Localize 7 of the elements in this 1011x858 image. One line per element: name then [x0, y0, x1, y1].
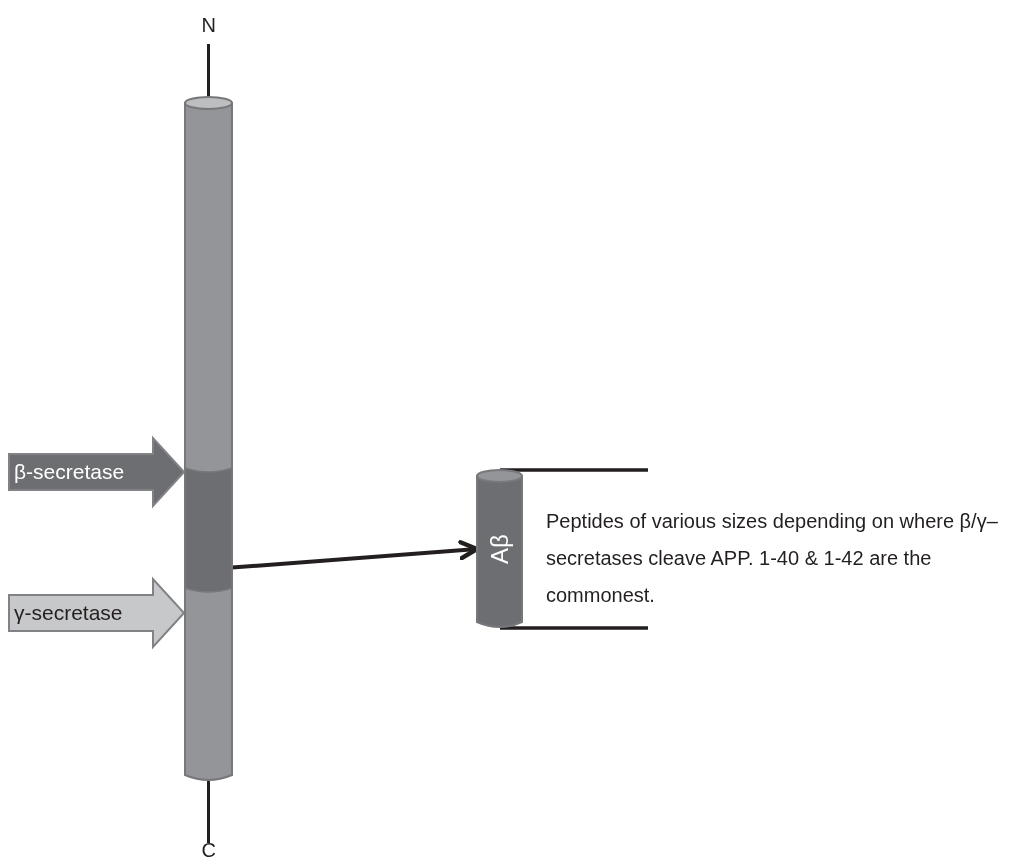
note-text: Peptides of various sizes depending on where β/γ–secretases cleave APP. 1-40 & 1-42 are the commonest. — [546, 509, 999, 608]
block-arrow — [8, 578, 185, 648]
enzyme-label: β-secretase — [14, 460, 125, 484]
terminus-label: N — [201, 15, 216, 35]
enzyme-label: γ-secretase — [14, 601, 123, 625]
terminus-label: C — [201, 840, 216, 858]
peptide-label: Aβ — [487, 534, 512, 564]
